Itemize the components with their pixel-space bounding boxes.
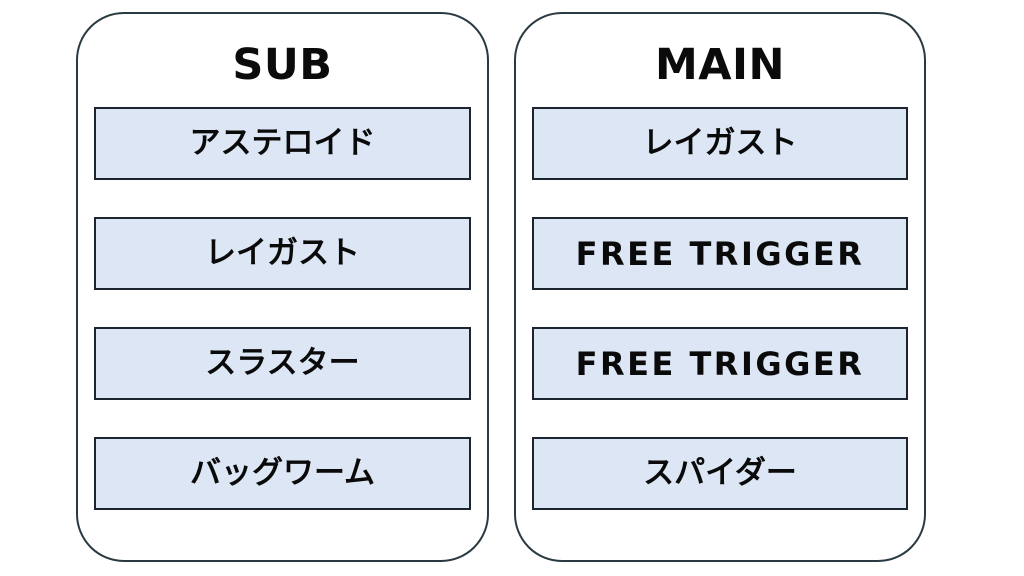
main-slot-3[interactable]: FREE TRIGGER	[532, 327, 908, 400]
main-slot-2[interactable]: FREE TRIGGER	[532, 217, 908, 290]
main-slot-3-label: FREE TRIGGER	[575, 344, 865, 383]
main-slot-4-label: スパイダー	[643, 455, 797, 491]
sub-slot-1-label: アステロイド	[189, 125, 376, 161]
sub-trigger-panel: SUB アステロイド レイガスト スラスター バッグワーム	[76, 12, 489, 562]
main-panel-title: MAIN	[654, 40, 786, 90]
sub-slot-2[interactable]: レイガスト	[94, 217, 471, 290]
sub-slot-4-label: バッグワーム	[189, 455, 376, 491]
sub-slot-3-label: スラスター	[205, 345, 360, 381]
main-slot-1-label: レイガスト	[642, 125, 798, 161]
main-slot-2-label: FREE TRIGGER	[575, 234, 865, 273]
sub-panel-title: SUB	[232, 40, 333, 90]
main-trigger-panel: MAIN レイガスト FREE TRIGGER FREE TRIGGER スパイ…	[514, 12, 926, 562]
sub-slot-3[interactable]: スラスター	[94, 327, 471, 400]
sub-slot-list: アステロイド レイガスト スラスター バッグワーム	[94, 107, 471, 510]
main-slot-1[interactable]: レイガスト	[532, 107, 908, 180]
main-slot-4[interactable]: スパイダー	[532, 437, 908, 510]
sub-slot-1[interactable]: アステロイド	[94, 107, 471, 180]
sub-slot-2-label: レイガスト	[205, 235, 360, 271]
sub-slot-4[interactable]: バッグワーム	[94, 437, 471, 510]
main-slot-list: レイガスト FREE TRIGGER FREE TRIGGER スパイダー	[532, 107, 908, 510]
